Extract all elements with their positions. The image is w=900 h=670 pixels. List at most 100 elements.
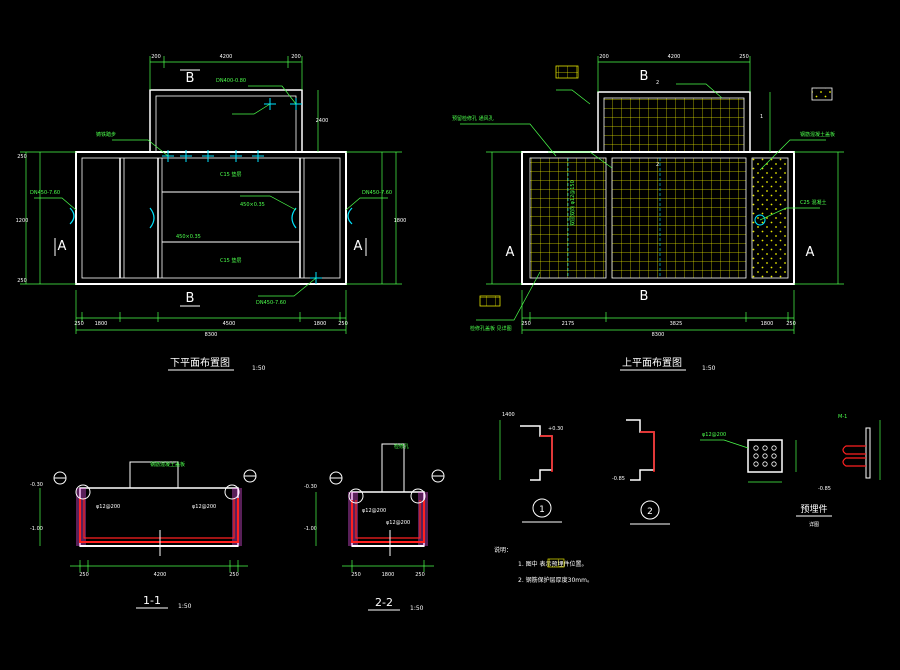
plan-lower-label-pipe-top: DN400-0.80 [216, 78, 246, 84]
grid-sample-icon-bottom [479, 295, 501, 307]
section-1-1-top-note: 钢筋混凝土盖板 [150, 461, 185, 468]
section-2-2-dim-0: 250 [351, 572, 361, 578]
plan-upper-marker-a-left: A [506, 245, 515, 260]
section-1-1-callout-left [75, 484, 91, 500]
plan-lower-label-c15-bottom: C15 垫层 [220, 257, 241, 264]
section-2-2-callout-right [410, 488, 426, 504]
plan-lower-label-pipe-left: DN450-7.60 [30, 190, 60, 196]
section-2-2-dim-2: 250 [415, 572, 425, 578]
section-2-2-scale: 1:50 [410, 605, 424, 612]
plan-upper-title: 上平面布置图 [622, 357, 682, 369]
section-1-1-callout-right [224, 484, 240, 500]
plan-upper-bottom-dim-2: 3825 [670, 321, 683, 327]
detail-label-anchor-level: -0.85 [818, 486, 831, 492]
plan-lower-label-opening-right: 450×0.35 [240, 202, 265, 208]
plan-upper-sub-mark-0: 2 [656, 80, 659, 86]
plan-upper-label-note-bottom: 检修孔盖板 见详图 [470, 325, 512, 332]
section-2-2-bar-label-0: φ12@200 [362, 508, 386, 514]
plan-lower-scale: 1:50 [252, 365, 266, 372]
detail-label-bar: φ12@200 [702, 432, 726, 438]
plan-lower-main-box [75, 151, 347, 285]
plan-lower-bottom-dim-0: 250 [74, 321, 84, 327]
plan-upper-bottom-dim-1: 2175 [562, 321, 575, 327]
notes-item-2: 2. 钢筋保护层厚度30mm。 [518, 576, 593, 584]
section-1-1-title: 1-1 [143, 594, 161, 607]
section-2-2: 检修孔 -0.30 -1.00 φ12@200 φ12@200 250 1800… [304, 443, 445, 612]
plan-upper-bottom-total: 8300 [652, 332, 665, 338]
section-2-2-level-bottom: -1.00 [304, 526, 317, 532]
plan-upper-sub-mark-2: 1 [760, 114, 763, 120]
plan-lower-right-dim-0: 1800 [394, 218, 407, 224]
plan-upper-top-dim-1: 4200 [668, 54, 681, 60]
plan-lower-label-steps: 铸铁踏步 [96, 131, 116, 138]
section-1-1-level-bottom: -1.00 [30, 526, 43, 532]
plan-lower-label-opening-left: 450×0.35 [176, 234, 201, 240]
plan-lower-bottom-total: 8300 [205, 332, 218, 338]
plan-lower-top-dim-1: 4200 [220, 54, 233, 60]
detail-label-m1: M-1 [838, 414, 847, 420]
section-2-2-bar-label-1: φ12@200 [386, 520, 410, 526]
plan-lower-marker-a-right: A [354, 239, 363, 254]
section-2-2-callout-left [348, 488, 364, 504]
plan-upper-label-note-left: 预留检修孔 通风孔 [452, 115, 494, 122]
section-2-2-dim-1: 1800 [382, 572, 395, 578]
section-2-2-title: 2-2 [375, 596, 393, 609]
notes-heading: 说明： [494, 546, 512, 554]
plan-upper-cover-center [611, 157, 747, 279]
notes-grid-icon [547, 558, 565, 568]
plan-lower-left-dim-2: 250 [17, 278, 27, 284]
plan-upper-sub-mark-1: 2 [656, 162, 659, 168]
plan-upper-bottom-dim-4: 250 [786, 321, 796, 327]
plan-upper-label-cover-right: C25 混凝土 [800, 199, 826, 206]
grid-sample-icon [555, 65, 579, 79]
detail-label-bottom: -0.85 [612, 476, 625, 482]
details-subtitle: 详图 [809, 521, 819, 528]
plan-upper-bottom-dim-3: 1800 [761, 321, 774, 327]
section-2-2-level-top: -0.30 [304, 484, 317, 490]
plan-lower-label-c15-top: C15 垫层 [220, 171, 241, 178]
plan-lower-marker-b-bottom: B [186, 291, 195, 306]
section-1-1-dim-2: 250 [229, 572, 239, 578]
plan-lower-title: 下平面布置图 [170, 357, 230, 369]
plan-lower: B B A A 200 4200 200 250 1800 4500 1800 … [16, 54, 407, 372]
plan-upper-top-dim-0: 200 [599, 54, 609, 60]
section-2-2-top-note: 检修孔 [394, 443, 409, 450]
section-1-1-scale: 1:50 [178, 603, 192, 610]
plan-lower-left-dim-0: 250 [17, 154, 27, 160]
details-title: 预埋件 [800, 503, 827, 515]
plan-upper-scale: 1:50 [702, 365, 716, 372]
plan-upper: B B A A 2 2 1 200 4200 250 250 2175 3825… [452, 54, 844, 372]
notes: 说明： 1. 图中 表示预埋件位置。 2. 钢筋保护层厚度30mm。 [494, 546, 593, 584]
plan-lower-right-dim-1: 2400 [316, 118, 329, 124]
plan-lower-label-pipe-right: DN450-7.60 [362, 190, 392, 196]
section-1-1-level-top: -0.30 [30, 482, 43, 488]
plan-lower-left-dim-1: 1200 [16, 218, 29, 224]
detail-1-label: 1 [539, 505, 545, 515]
plan-lower-bottom-dim-1: 1800 [95, 321, 108, 327]
detail-label-level: +0.30 [548, 426, 563, 432]
section-1-1-bar-label-1: φ12@200 [192, 504, 216, 510]
plan-lower-bottom-dim-2: 4500 [223, 321, 236, 327]
plan-lower-top-dim-0: 200 [151, 54, 161, 60]
plan-lower-label-pipe-bottom: DN450-7.60 [256, 300, 286, 306]
plan-upper-top-dim-2: 250 [739, 54, 749, 60]
detail-2-label: 2 [647, 507, 653, 517]
plan-lower-top-dim-2: 200 [291, 54, 301, 60]
plan-upper-label-cover-center: 双层双向 φ12@150 [569, 180, 576, 226]
plan-lower-top-box [149, 89, 303, 153]
plan-upper-cover-right [751, 157, 789, 279]
plan-upper-main-box [521, 151, 795, 285]
plan-lower-marker-a-left: A [58, 239, 67, 254]
section-1-1-dim-0: 250 [79, 572, 89, 578]
plan-upper-label-note-right: 钢筋混凝土盖板 [800, 131, 835, 138]
details: 1400 +0.30 1 -0.85 2 φ12@200 -0.85 M-1 [499, 412, 881, 528]
plan-lower-marker-b-top: B [186, 71, 195, 86]
section-1-1-dim-1: 4200 [154, 572, 167, 578]
plan-upper-bottom-dim-0: 250 [521, 321, 531, 327]
plan-upper-marker-b-bottom: B [640, 289, 649, 304]
plan-lower-bottom-dim-4: 250 [338, 321, 348, 327]
section-1-1: 钢筋混凝土盖板 -0.30 -1.00 φ12@200 φ12@200 250 … [30, 461, 257, 610]
dot-sample-icon [811, 87, 833, 101]
plan-upper-marker-a-right: A [806, 245, 815, 260]
